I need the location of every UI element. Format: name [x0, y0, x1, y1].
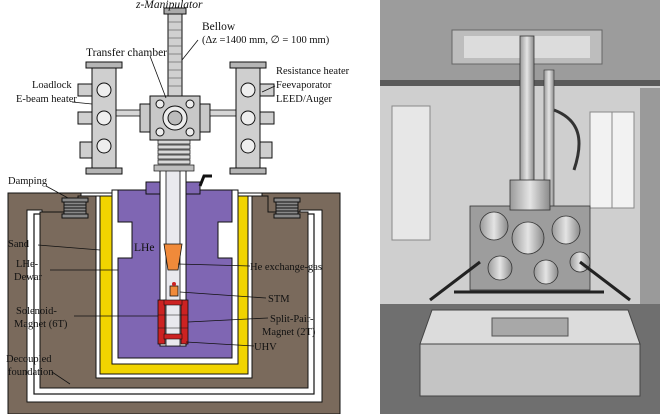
- photo-chamber-cluster: [469, 179, 591, 291]
- split-pair-magnet-top: [163, 299, 183, 306]
- exchange-gas-cone: [163, 243, 183, 271]
- label-lhe-dewar-line2: Dewar: [14, 272, 42, 283]
- damping-spring-right: [273, 197, 301, 219]
- label-split-pair-line2: Magnet (2T): [262, 327, 316, 338]
- label-feevaporator: Feevaporator: [276, 80, 332, 91]
- label-sand: Sand: [8, 239, 30, 250]
- label-decoupled-line1: Decoupled: [6, 354, 52, 365]
- gas-pipe: [198, 174, 212, 187]
- label-bellow-spec: (Δz =1400 mm, ∅ = 100 mm): [202, 35, 330, 46]
- label-z-manipulator: z-Manipulator: [135, 0, 203, 11]
- wall-cabinet-left: [391, 105, 431, 241]
- label-lhe-dewar-line1: LHe-: [16, 259, 39, 270]
- label-leed-auger: LEED/Auger: [276, 94, 332, 105]
- loadlock-chamber: [77, 61, 123, 175]
- lab-photograph: [380, 0, 660, 414]
- split-pair-magnet-bottom: [163, 333, 183, 340]
- label-stm: STM: [268, 294, 290, 305]
- label-bellow: Bellow: [202, 21, 236, 33]
- lower-bellow: [153, 139, 195, 172]
- stm-head: [169, 285, 179, 297]
- label-loadlock: Loadlock: [32, 80, 72, 91]
- label-solenoid-line2: Magnet (6T): [14, 319, 68, 330]
- label-he-exchange-gas: He exchange-gas: [250, 262, 322, 273]
- leader-lines: [37, 39, 276, 385]
- stm-sample: [172, 282, 176, 286]
- solenoid-magnet-left: [157, 299, 166, 345]
- label-solenoid-line1: Solenoid-: [16, 306, 57, 317]
- label-damping: Damping: [8, 176, 48, 187]
- label-lhe: LHe: [134, 242, 154, 254]
- label-uhv: UHV: [254, 342, 277, 353]
- damping-spring-left: [61, 197, 89, 219]
- transfer-chamber: [139, 95, 211, 141]
- label-decoupled-line2: foundation: [8, 367, 54, 378]
- label-ebeam-heater: E-beam heater: [16, 94, 77, 105]
- label-resistance-heater: Resistance heater: [276, 66, 350, 77]
- label-split-pair-line1: Split-Pair-: [270, 314, 314, 325]
- preparation-chamber: [229, 61, 275, 175]
- label-transfer-chamber: Transfer chamber: [86, 47, 167, 59]
- schematic-diagram: z-Manipulator Bellow (Δz =1400 mm, ∅ = 1…: [6, 0, 350, 415]
- photo-support-frame: [429, 260, 631, 302]
